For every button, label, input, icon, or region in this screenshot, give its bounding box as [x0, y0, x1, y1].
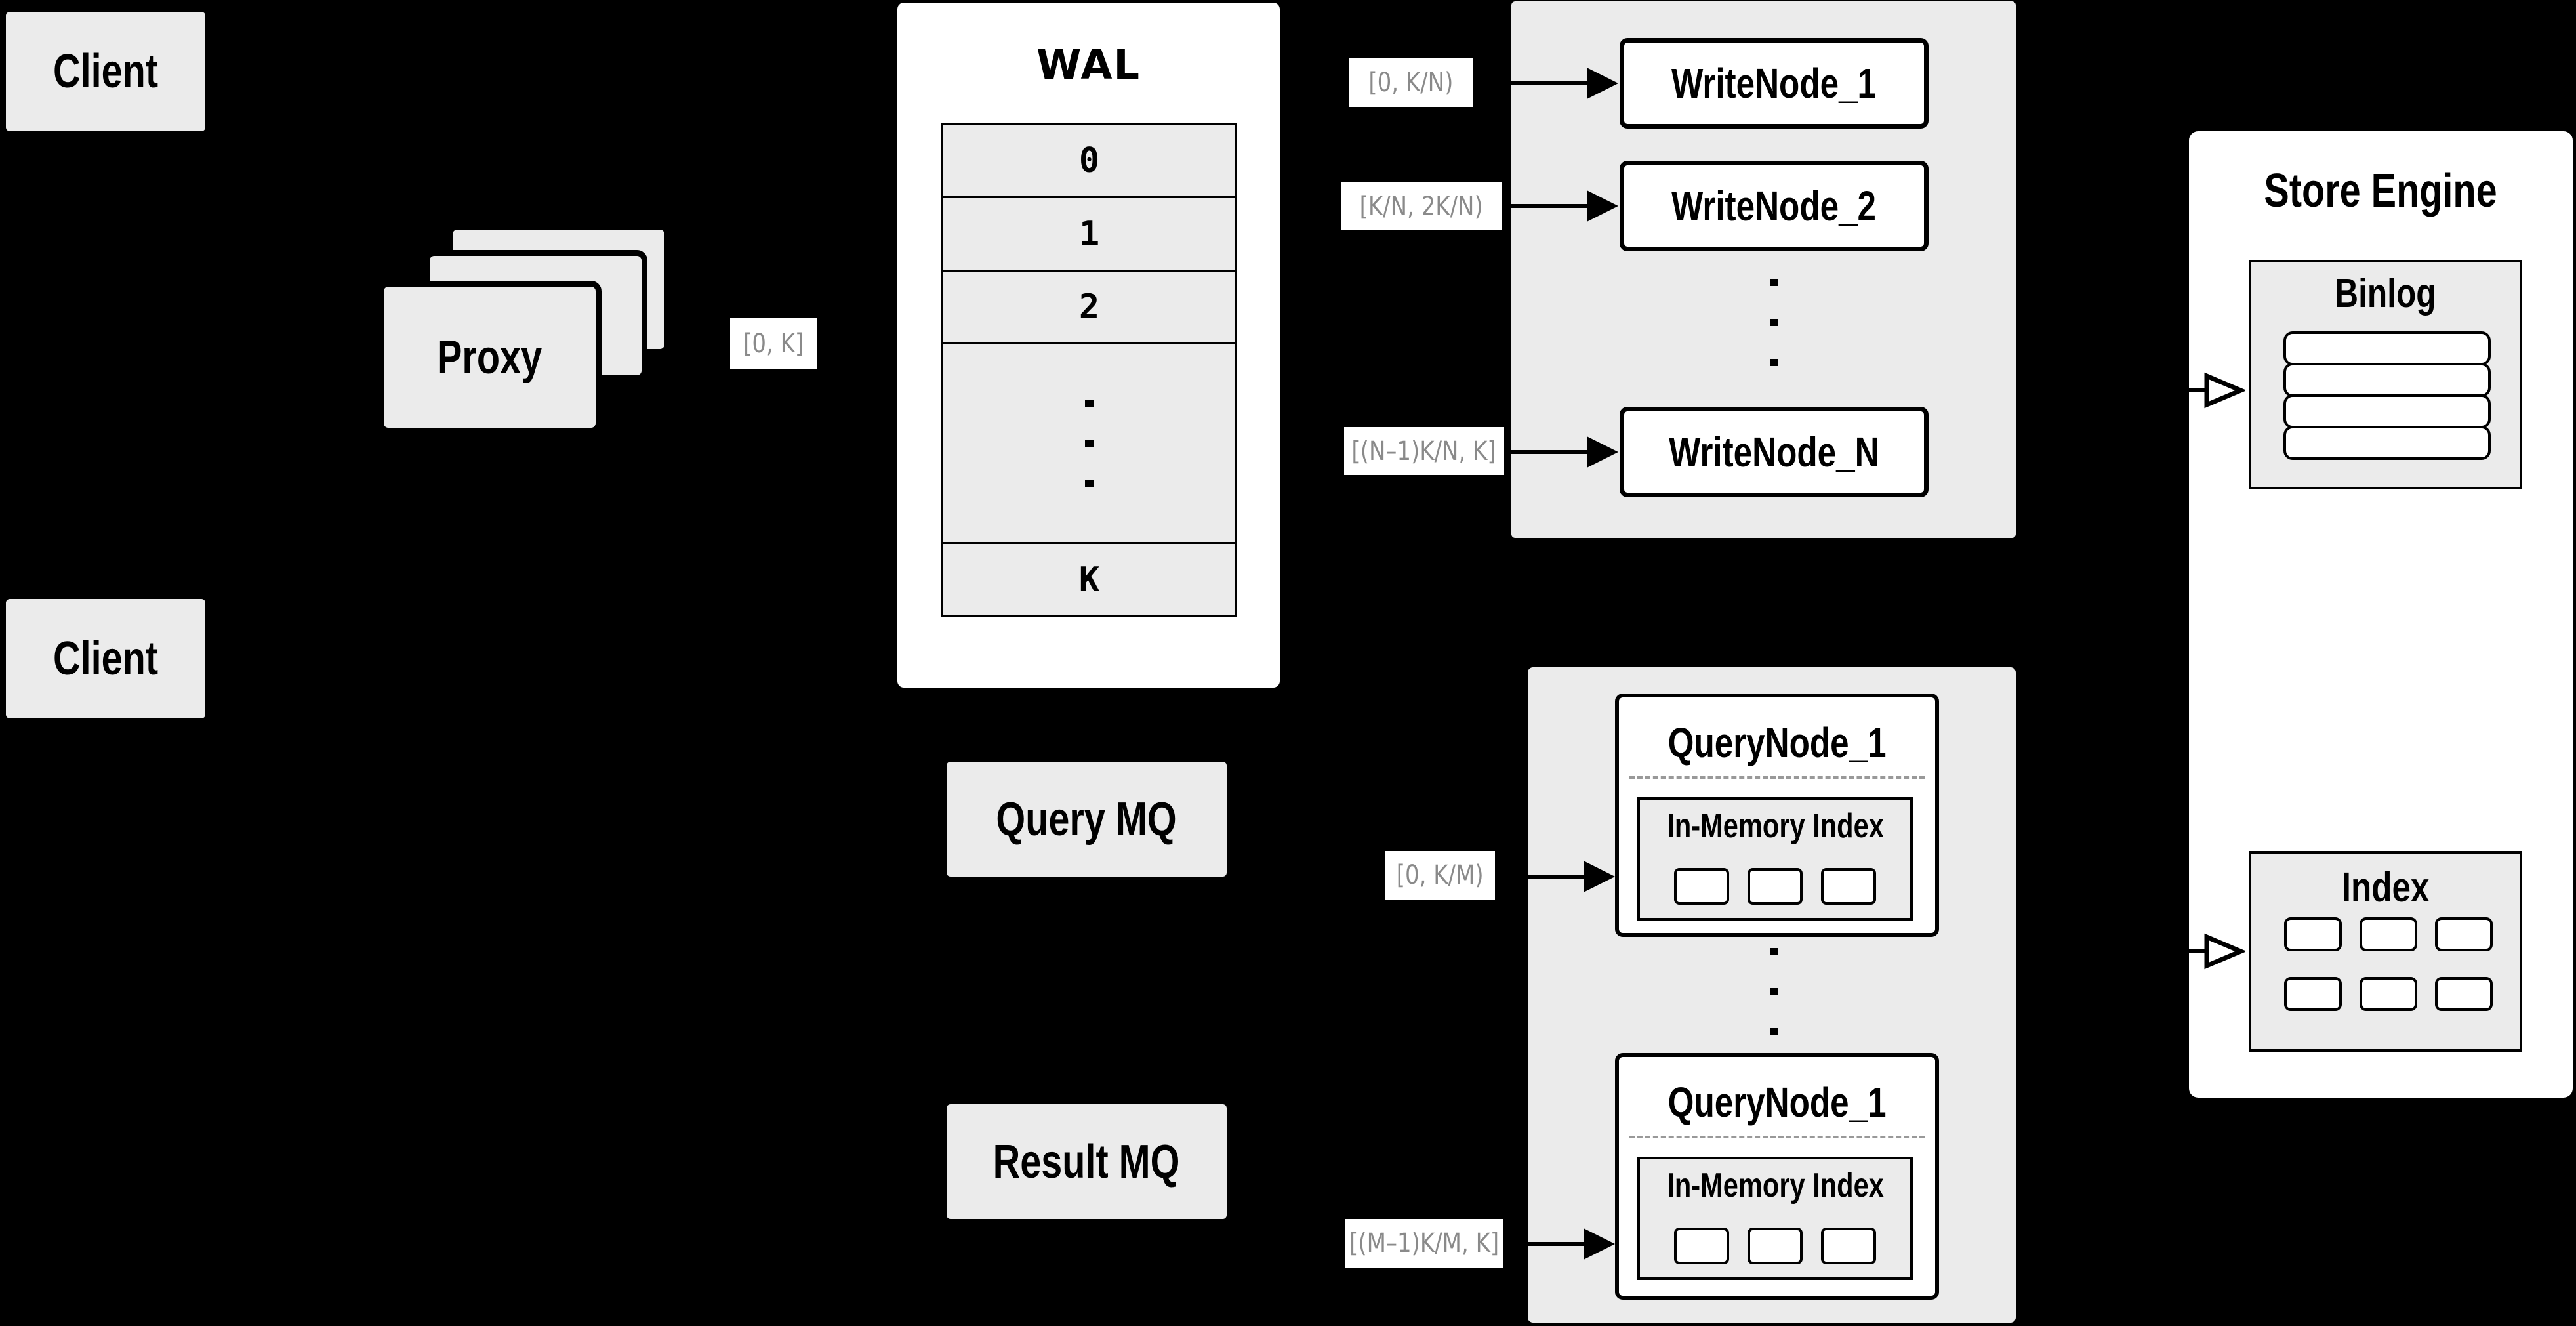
client-top-box: Client	[6, 12, 205, 131]
binlog-title: Binlog	[2335, 271, 2436, 316]
arrowhead-icon-writenode-2	[1587, 190, 1618, 222]
query-node-ellipsis-icon	[1770, 948, 1778, 1035]
query-node-1-box: QueryNode_1 In-Memory Index	[1615, 694, 1939, 937]
client-top-label: Client	[52, 45, 158, 98]
query-mq-box: Query MQ	[947, 762, 1227, 877]
binlog-row	[2283, 363, 2491, 397]
arrow-line-index	[2125, 949, 2209, 953]
dashed-divider	[1629, 776, 1925, 779]
query-node-2-box: QueryNode_1 In-Memory Index	[1615, 1053, 1939, 1300]
proxy-card-front: Proxy	[378, 281, 602, 434]
query-node-2-title: QueryNode_1	[1667, 1079, 1887, 1126]
in-memory-index-2: In-Memory Index	[1637, 1157, 1913, 1280]
query-node-1-title: QueryNode_1	[1667, 719, 1887, 766]
arrow-line-writenode-1	[1473, 81, 1588, 85]
index-cell	[2284, 917, 2342, 951]
in-memory-index-1: In-Memory Index	[1637, 797, 1913, 921]
proxy-range-label: [0, K]	[730, 318, 817, 369]
query-range-label-m: [(M–1)K/M, K]	[1345, 1219, 1503, 1268]
wal-row-k: K	[941, 542, 1237, 617]
write-range-label-1: [0, K/N)	[1349, 58, 1473, 107]
index-cell	[2360, 977, 2417, 1011]
arrowhead-icon-querynode-2	[1584, 1228, 1615, 1260]
client-bottom-label: Client	[52, 632, 158, 685]
segment-cells	[1640, 868, 1910, 905]
binlog-row	[2283, 331, 2491, 365]
index-cell	[2435, 977, 2493, 1011]
hollow-arrowhead-icon-binlog	[2204, 372, 2245, 409]
wal-row-ellipsis	[941, 342, 1237, 544]
hollow-arrowhead-icon-index	[2204, 933, 2245, 970]
wal-table: 0 1 2 K	[941, 123, 1237, 617]
wal-panel: WAL 0 1 2 K	[897, 3, 1280, 688]
proxy-label: Proxy	[437, 331, 542, 384]
result-mq-box: Result MQ	[947, 1104, 1227, 1219]
write-node-1-box: WriteNode_1	[1620, 38, 1929, 129]
wal-row-1: 1	[941, 196, 1237, 272]
index-cell	[2284, 977, 2342, 1011]
binlog-box: Binlog	[2249, 260, 2522, 489]
arrowhead-icon-writenode-1	[1587, 68, 1618, 99]
index-box: Index	[2249, 851, 2522, 1052]
arrow-line-writenode-n	[1504, 450, 1588, 454]
arrowhead-icon-querynode-1	[1584, 861, 1615, 892]
arrow-line-querynode-2	[1503, 1242, 1585, 1246]
store-engine-panel: Store Engine Binlog Index	[2189, 131, 2573, 1098]
write-node-n-box: WriteNode_N	[1620, 407, 1929, 497]
vertical-ellipsis-icon	[1085, 399, 1094, 487]
wal-row-2: 2	[941, 270, 1237, 344]
wal-title: WAL	[1036, 41, 1141, 89]
binlog-row	[2283, 394, 2491, 428]
wal-row-0: 0	[941, 123, 1237, 198]
write-range-label-n: [(N–1)K/N, K]	[1344, 427, 1504, 475]
index-cell	[2360, 917, 2417, 951]
arrow-line-binlog	[2125, 388, 2209, 392]
arrow-line-querynode-1	[1495, 875, 1585, 879]
binlog-row	[2283, 426, 2491, 460]
client-bottom-box: Client	[6, 599, 205, 718]
dashed-divider	[1629, 1136, 1925, 1138]
write-range-label-2: [K/N, 2K/N)	[1341, 182, 1502, 230]
index-title: Index	[2341, 863, 2430, 911]
index-cell	[2435, 917, 2493, 951]
store-engine-title: Store Engine	[2264, 165, 2498, 217]
write-node-ellipsis-icon	[1770, 279, 1778, 366]
arrow-line-writenode-2	[1502, 204, 1588, 208]
query-range-label-1: [0, K/M)	[1385, 851, 1495, 900]
arrowhead-icon-writenode-n	[1587, 436, 1618, 468]
write-node-2-box: WriteNode_2	[1620, 161, 1929, 251]
segment-cells	[1640, 1228, 1910, 1264]
